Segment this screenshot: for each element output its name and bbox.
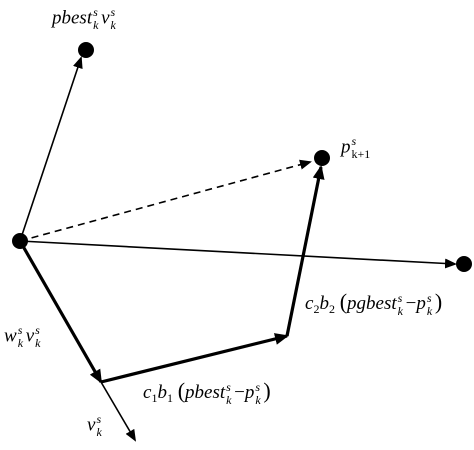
- inertia-vector-arrow: [18, 240, 103, 384]
- sub-1: 1: [166, 390, 173, 405]
- sub-k: k: [35, 336, 41, 350]
- sup-s: s: [35, 323, 40, 337]
- right-paren: ): [434, 289, 443, 314]
- sub-k-plus-1: k+1: [351, 147, 371, 161]
- inertia-pbest-arrow: [19, 56, 83, 242]
- b-text: b: [157, 382, 167, 403]
- left-paren: (: [177, 378, 186, 403]
- sup-s: s: [226, 379, 231, 394]
- sub-2: 2: [328, 301, 335, 316]
- sub-k: k: [426, 303, 433, 318]
- b-text: b: [319, 293, 329, 314]
- cognitive-vector-arrow: [100, 333, 289, 384]
- sub-k: k: [96, 425, 102, 439]
- sub-k: k: [255, 392, 261, 407]
- sup-s: s: [255, 379, 261, 394]
- minus-sign: −: [234, 382, 245, 403]
- sup-s: s: [110, 5, 116, 19]
- pbest-text: pbest: [185, 382, 226, 403]
- p-text: p: [341, 136, 351, 158]
- v-text: v: [25, 325, 35, 347]
- w-text: w: [4, 325, 17, 347]
- v-text: v: [101, 7, 110, 29]
- sub-2: 2: [313, 301, 320, 316]
- right-paren: ): [263, 378, 271, 403]
- velocity-vector-arrow: [100, 381, 137, 442]
- v-text: v: [87, 414, 96, 436]
- global-direction-arrow: [19, 240, 457, 269]
- p-text: p: [244, 382, 255, 403]
- left-paren: (: [339, 289, 348, 314]
- c-text: c: [305, 293, 314, 314]
- pgbest-text: pgbest: [347, 293, 397, 314]
- sup-s: s: [426, 290, 432, 305]
- sub-k: k: [226, 392, 232, 407]
- sup-s: s: [17, 323, 23, 337]
- social-vector-arrow: [285, 165, 325, 337]
- sub-k: k: [17, 336, 24, 350]
- next-position-dashed-arrow: [19, 159, 312, 242]
- global-best-node: [456, 256, 472, 272]
- pbest-text: pbest: [52, 7, 93, 29]
- sub-1: 1: [151, 390, 158, 405]
- p-text: p: [416, 293, 426, 314]
- sup-s: s: [96, 412, 102, 426]
- sup-s: s: [397, 290, 403, 305]
- sub-k: k: [397, 303, 403, 318]
- sup-s: s: [351, 134, 357, 148]
- next-position-node: [314, 150, 330, 166]
- minus-sign: −: [405, 293, 417, 314]
- pbest-velocity-node: [78, 42, 94, 58]
- c-text: c: [143, 382, 152, 403]
- sup-s: s: [93, 5, 98, 19]
- sub-k: k: [93, 18, 99, 32]
- sub-k: k: [110, 18, 116, 32]
